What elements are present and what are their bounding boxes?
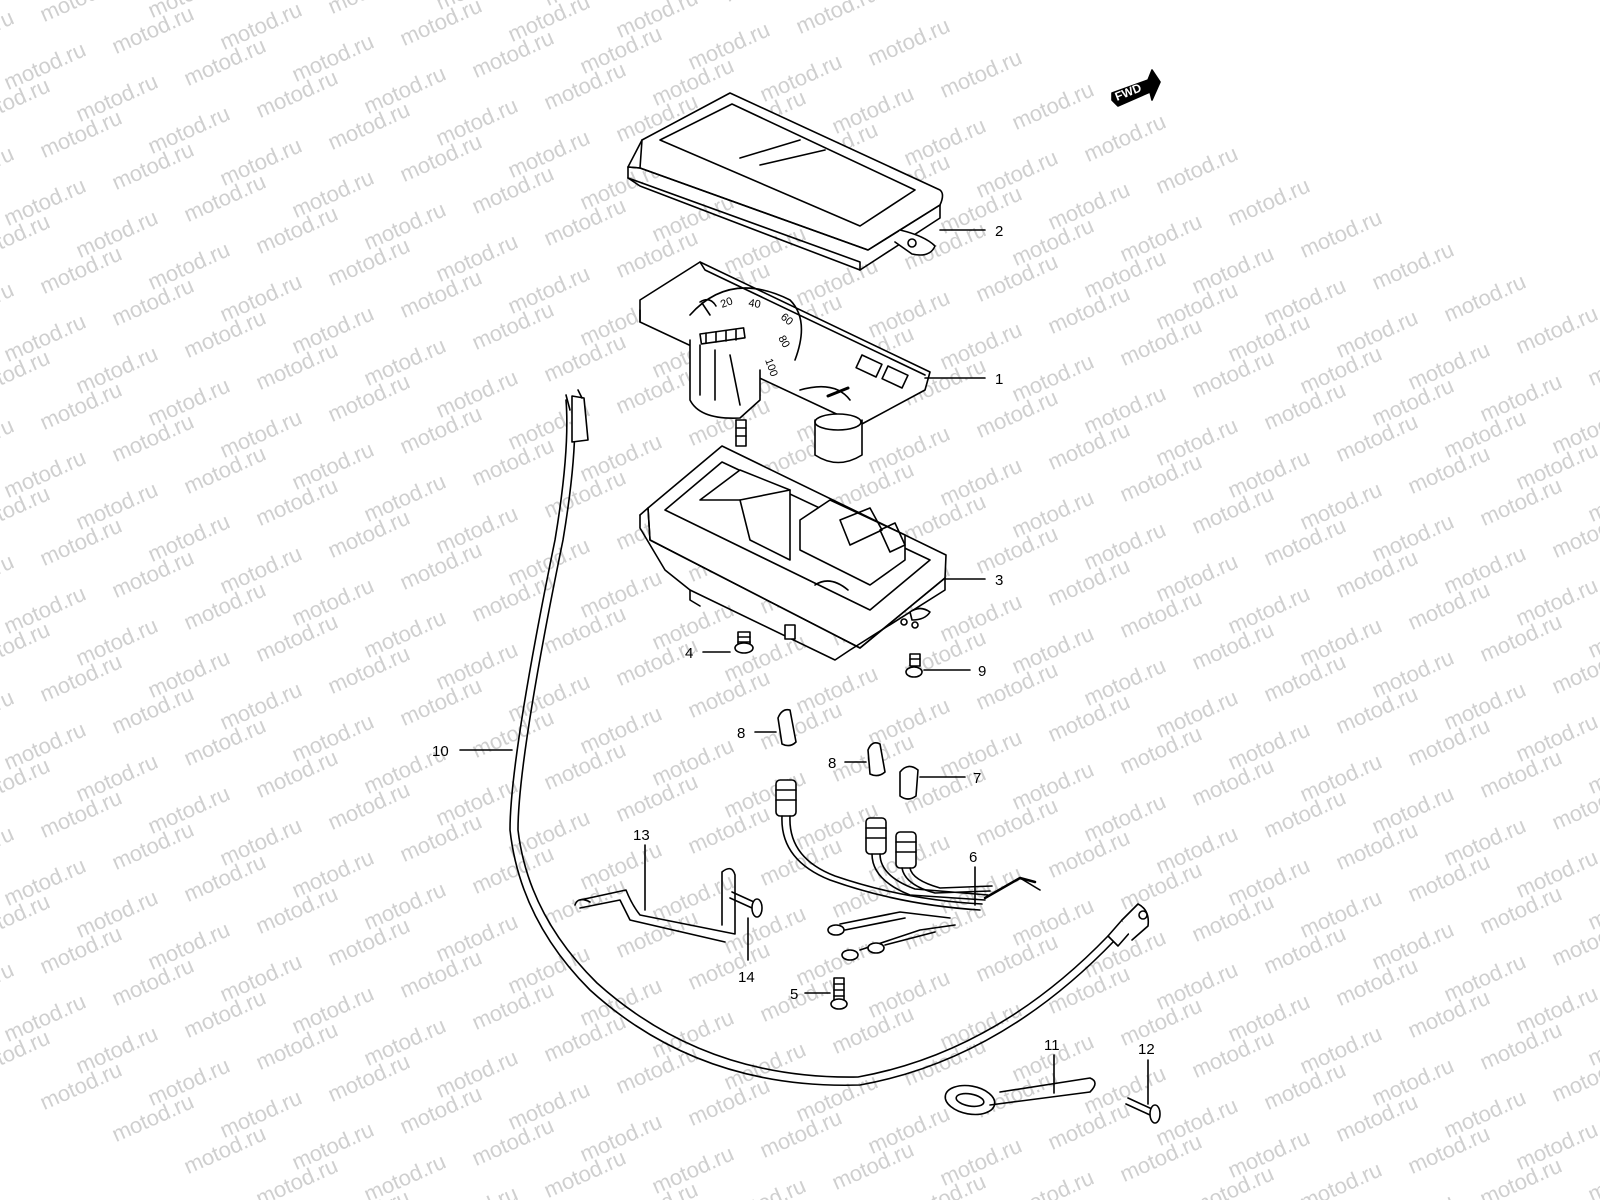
part-3-meter-case[interactable] <box>640 446 946 660</box>
label-part-13: 13 <box>633 827 650 844</box>
speedometer-numbers: 20 40 60 80 100 <box>719 295 795 378</box>
svg-text:20: 20 <box>719 295 735 310</box>
part-14-screw[interactable] <box>730 892 762 917</box>
label-part-8-upper: 8 <box>737 725 745 742</box>
label-part-2: 2 <box>995 223 1003 240</box>
part-10-speedometer-cable[interactable] <box>510 390 1148 1085</box>
part-13-bracket[interactable] <box>575 869 735 942</box>
part-4-screw[interactable] <box>735 632 753 653</box>
label-part-11: 11 <box>1044 1037 1060 1054</box>
part-1-meter-assembly[interactable]: 20 40 60 80 100 <box>640 262 930 463</box>
svg-text:80: 80 <box>775 334 792 351</box>
label-part-6: 6 <box>969 849 977 866</box>
label-part-7: 7 <box>973 770 981 787</box>
part-5-screw[interactable] <box>831 978 847 1009</box>
part-8-bulb-cap-lower[interactable] <box>868 743 885 776</box>
label-part-1: 1 <box>995 371 1003 388</box>
label-part-9: 9 <box>978 663 986 680</box>
label-part-14: 14 <box>738 969 755 986</box>
svg-text:40: 40 <box>747 297 761 311</box>
label-part-5: 5 <box>790 986 798 1003</box>
callout-labels: 2 1 3 4 9 8 8 7 6 10 13 14 5 11 12 <box>432 223 1155 1058</box>
part-12-screw[interactable] <box>1126 1098 1160 1123</box>
fwd-arrow-icon: FWD <box>1111 69 1161 107</box>
part-11-clamp[interactable] <box>943 1078 1095 1118</box>
part-2-meter-cover[interactable] <box>628 93 943 270</box>
part-8-bulb-cap-upper[interactable] <box>778 710 796 746</box>
part-7-bulb-cap[interactable] <box>900 766 918 799</box>
label-part-10: 10 <box>432 743 449 760</box>
svg-text:100: 100 <box>762 357 780 378</box>
label-part-4: 4 <box>685 645 693 662</box>
part-9-screw[interactable] <box>906 654 922 677</box>
part-6-wiring-harness[interactable] <box>776 780 1040 960</box>
label-part-12: 12 <box>1138 1041 1155 1058</box>
label-part-3: 3 <box>995 572 1003 589</box>
leader-lines <box>459 229 1149 1105</box>
label-part-8-lower: 8 <box>828 755 836 772</box>
